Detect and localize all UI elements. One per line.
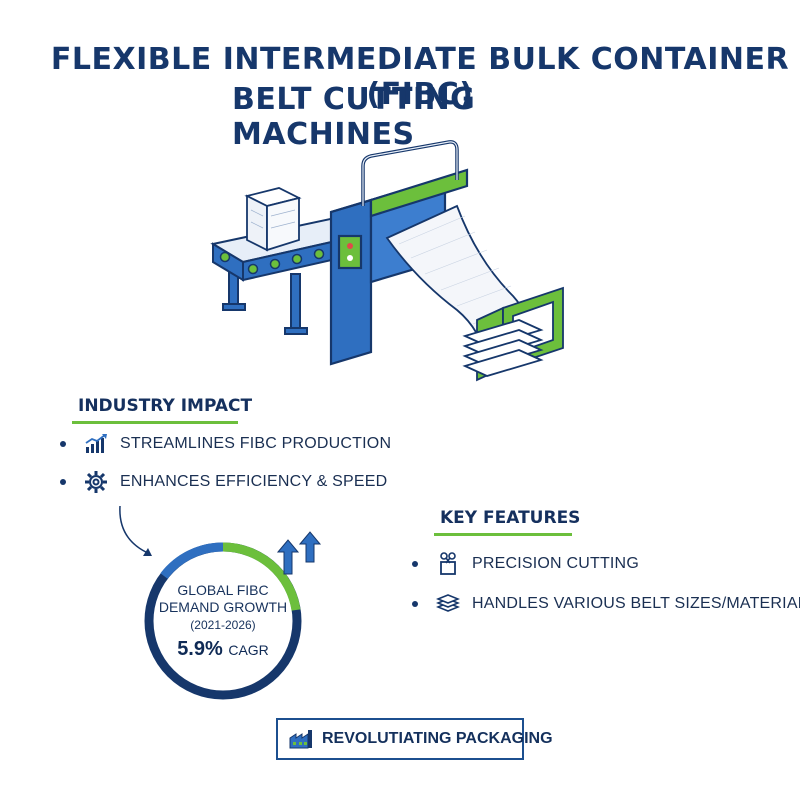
page-title-line-2: BELT CUTTING MACHINES bbox=[232, 82, 476, 152]
layers-icon bbox=[436, 592, 460, 616]
impact-item-label: STREAMLINES FIBC PRODUCTION bbox=[120, 435, 392, 452]
feature-item-precision: PRECISION CUTTING bbox=[412, 552, 639, 576]
curved-arrow-icon bbox=[119, 505, 152, 556]
cutting-tool-icon bbox=[436, 552, 460, 576]
impact-item-streamlines: STREAMLINES FIBC PRODUCTION bbox=[60, 432, 391, 456]
page-title-line-1: FLEXIBLE INTERMEDIATE BULK CONTAINER (FI… bbox=[50, 42, 790, 112]
bullet-dot bbox=[412, 601, 418, 607]
industry-impact-underline bbox=[72, 421, 238, 424]
gauge-label-line-1: GLOBAL FIBC bbox=[177, 581, 269, 598]
belt-cutting-machine-illustration bbox=[210, 140, 564, 382]
impact-item-efficiency: ENHANCES EFFICIENCY & SPEED bbox=[60, 470, 387, 494]
footer-label: REVOLUTIATING PACKAGING bbox=[322, 730, 553, 747]
growth-chart-icon bbox=[84, 432, 108, 456]
gauge-percent: 5.9% bbox=[177, 637, 223, 660]
key-features-heading: KEY FEATURES bbox=[440, 508, 581, 528]
key-features-underline bbox=[434, 533, 572, 536]
container-box bbox=[244, 187, 302, 252]
feature-item-belt-sizes: HANDLES VARIOUS BELT SIZES/MATERIALS bbox=[412, 592, 800, 616]
gauge-content: GLOBAL FIBC DEMAND GROWTH (2021-2026) 5.… bbox=[138, 536, 308, 706]
feature-item-label: HANDLES VARIOUS BELT SIZES/MATERIALS bbox=[472, 595, 800, 612]
impact-item-label: ENHANCES EFFICIENCY & SPEED bbox=[120, 473, 388, 490]
gear-icon bbox=[84, 470, 108, 494]
footer-badge: REVOLUTIATING PACKAGING bbox=[276, 718, 553, 760]
bullet-dot bbox=[60, 479, 66, 485]
industry-impact-heading: INDUSTRY IMPACT bbox=[78, 396, 253, 416]
output-stack bbox=[462, 286, 564, 382]
gauge-label-line-2: DEMAND GROWTH bbox=[158, 598, 288, 615]
gauge-unit: CAGR bbox=[228, 641, 269, 658]
growth-arrows-icon bbox=[276, 531, 322, 575]
demand-growth-gauge bbox=[144, 542, 302, 700]
bullet-dot bbox=[60, 441, 66, 447]
factory-icon bbox=[288, 728, 314, 750]
feature-item-label: PRECISION CUTTING bbox=[472, 555, 639, 572]
bullet-dot bbox=[412, 561, 418, 567]
gauge-years: (2021-2026) bbox=[190, 617, 256, 632]
gauge-value: 5.9% CAGR bbox=[177, 638, 269, 661]
